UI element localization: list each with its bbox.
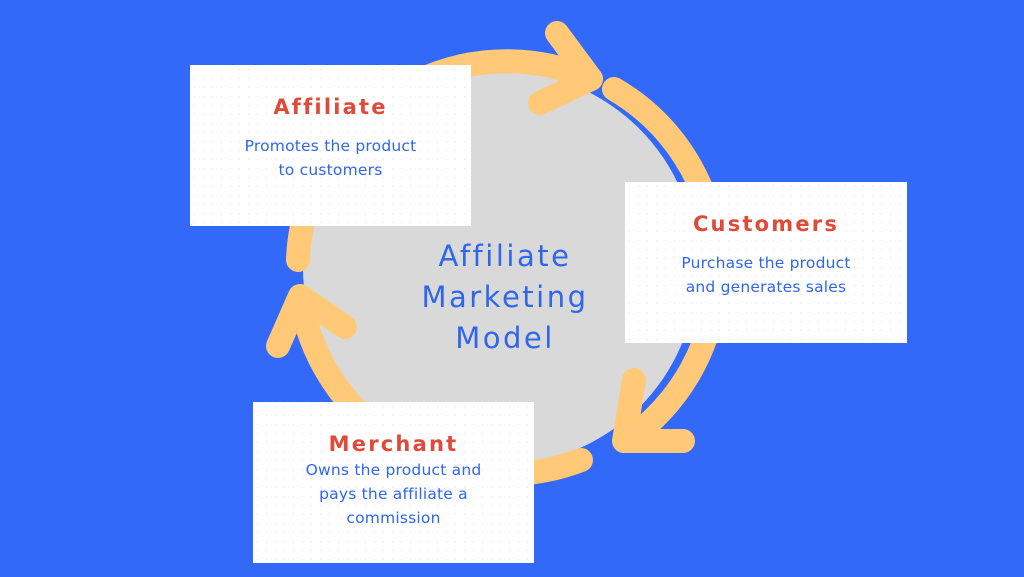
diagram-title-line-2: Marketing <box>421 280 589 314</box>
arrowhead-right-icon <box>528 21 603 115</box>
arc-left-stub <box>286 214 314 272</box>
diagram-title: Affiliate Marketing Model <box>380 236 630 359</box>
node-card-customers: Customers Purchase the product and gener… <box>625 182 907 343</box>
node-description-line: Purchase the product <box>681 254 851 272</box>
node-description-line: pays the affiliate a <box>319 484 468 503</box>
diagram-title-line-3: Model <box>455 321 555 355</box>
node-description-line: and generates sales <box>685 278 847 296</box>
node-card-affiliate: Affiliate Promotes the product to custom… <box>190 65 471 226</box>
node-title-customers: Customers <box>692 212 840 236</box>
node-description-line: commission <box>346 508 441 527</box>
node-description-line: Owns the product and <box>305 460 482 479</box>
arrowhead-down-left-icon <box>612 368 695 453</box>
node-card-merchant: Merchant Owns the product and pays the a… <box>253 402 534 563</box>
node-description-line: Promotes the product <box>244 137 417 155</box>
node-description-customers: Purchase the product and generates sales <box>681 251 850 299</box>
node-title-affiliate: Affiliate <box>273 95 388 119</box>
node-description-line: to customers <box>278 161 383 179</box>
node-description-affiliate: Promotes the product to customers <box>245 134 417 182</box>
arrowhead-up-icon <box>266 284 357 358</box>
node-description-merchant: Owns the product and pays the affiliate … <box>306 458 482 530</box>
node-title-merchant: Merchant <box>328 431 459 456</box>
diagram-title-line-1: Affiliate <box>438 239 572 273</box>
